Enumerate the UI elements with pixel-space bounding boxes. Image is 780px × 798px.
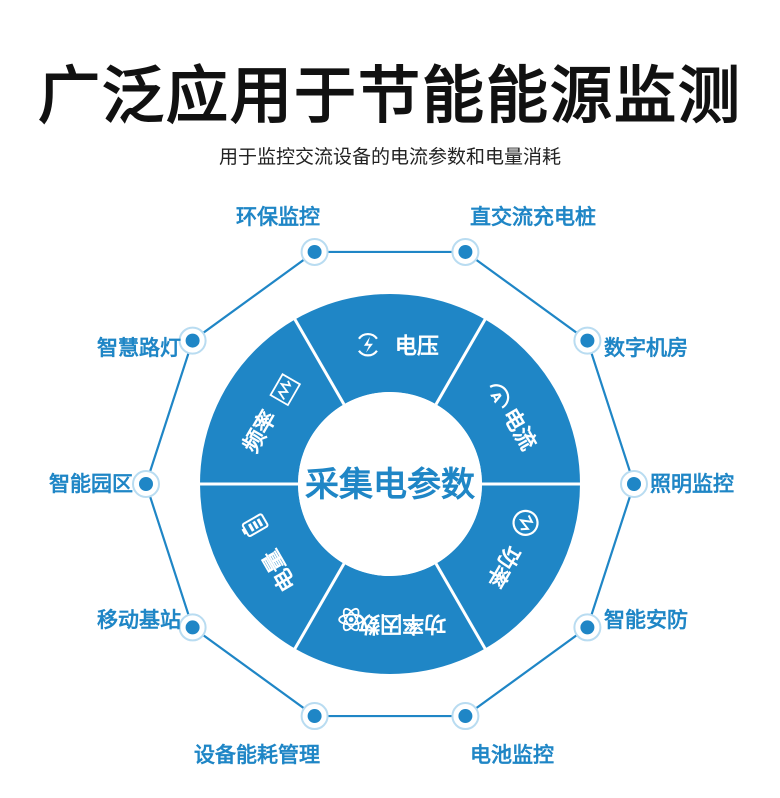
center-label: 采集电参数 xyxy=(305,465,475,505)
application-label: 智慧路灯 xyxy=(97,336,181,360)
wave-circle-icon xyxy=(512,509,539,536)
application-label: 电池监控 xyxy=(470,743,554,767)
atom-icon xyxy=(338,607,365,632)
app-node xyxy=(620,470,648,498)
page-title: 广泛应用于节能能源监测 xyxy=(37,59,742,132)
battery-icon xyxy=(241,513,269,538)
application-label: 设备能耗管理 xyxy=(194,743,320,767)
segment-divider xyxy=(434,317,487,406)
application-label: 直交流充电桩 xyxy=(470,205,596,229)
segment-label: 电压 xyxy=(395,335,439,360)
ring-center xyxy=(298,392,482,576)
application-label: 智能园区 xyxy=(49,472,133,496)
app-node xyxy=(178,326,207,355)
application-label: 移动基站 xyxy=(97,608,181,632)
app-node xyxy=(451,237,480,266)
app-node xyxy=(573,613,602,642)
application-label: 环保监控 xyxy=(236,205,320,229)
application-label: 数字机房 xyxy=(604,336,688,360)
waveform-icon xyxy=(269,373,302,407)
parameter-segment: 电压 xyxy=(358,332,439,360)
application-label: 智能安防 xyxy=(604,608,688,632)
outer-decagon-layer xyxy=(132,237,648,731)
page-subtitle: 用于监控交流设备的电流参数和电量消耗 xyxy=(218,146,561,168)
segment-divider xyxy=(434,562,487,651)
app-node xyxy=(178,613,207,642)
application-label: 照明监控 xyxy=(650,472,734,496)
segment-divider xyxy=(293,562,346,651)
lightning-cycle-icon xyxy=(358,332,378,357)
app-node xyxy=(451,702,480,731)
app-node xyxy=(573,326,602,355)
app-node xyxy=(300,702,329,731)
segment-divider xyxy=(293,317,346,406)
segment-label: 功率因数 xyxy=(357,610,446,636)
app-node xyxy=(300,237,329,266)
app-node xyxy=(132,470,160,498)
parameter-segment: 功率因数 xyxy=(338,607,446,636)
